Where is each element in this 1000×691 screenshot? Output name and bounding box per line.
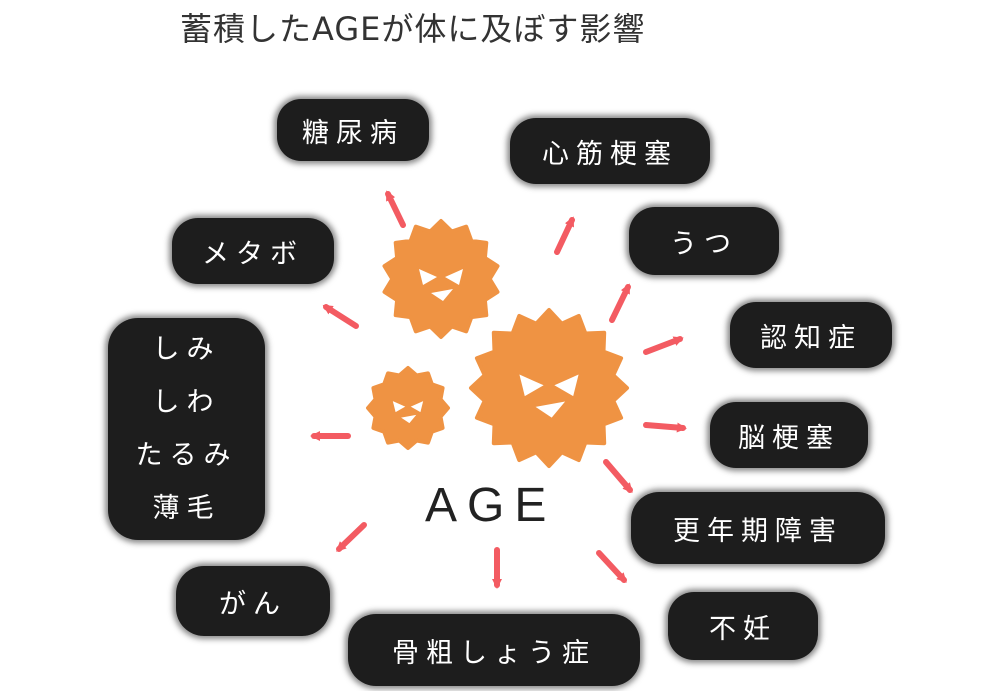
effect-cancer: がん: [176, 566, 330, 636]
effect-infertility: 不妊: [668, 592, 818, 660]
effect-skin-hair: しみ しわ たるみ 薄毛: [108, 318, 265, 540]
arrow-cancer: [336, 522, 367, 552]
effect-sagging: たるみ: [135, 440, 238, 471]
arrow-stroke: [643, 422, 687, 433]
age-blob-small-top: [382, 219, 500, 339]
arrow-depression: [609, 283, 631, 323]
age-blob-small-top-mouth: [431, 289, 453, 301]
diagram-title: 蓄積したAGEが体に及ぼす影響: [180, 10, 646, 48]
effect-metabolic-syndrome: メタボ: [172, 218, 334, 284]
arrow-mi: [554, 216, 575, 255]
age-blob-large-right-eye: [554, 374, 579, 397]
effect-thinning-hair: 薄毛: [152, 493, 221, 524]
effect-depression: うつ: [629, 207, 779, 275]
arrow-diabetes: [385, 190, 406, 228]
arrow-metabo: [322, 304, 359, 329]
effect-diabetes: 糖尿病: [277, 99, 429, 161]
effect-cerebral-infarction: 脳梗塞: [710, 402, 868, 468]
arrow-infertility: [596, 550, 627, 583]
age-blob-small-left-right-eye: [410, 401, 424, 413]
age-blob-small-left-mouth: [401, 414, 417, 424]
age-blob-large-mouth: [535, 401, 566, 418]
effect-myocardial-infarction: 心筋梗塞: [510, 118, 710, 184]
age-blob-small-top-left-eye: [419, 269, 437, 285]
effect-spots: しみ: [152, 334, 221, 365]
age-blob-large-left-eye: [519, 374, 544, 397]
age-blob-large: [469, 308, 629, 468]
arrow-menopause: [603, 459, 633, 494]
effect-dementia: 認知症: [730, 302, 892, 368]
age-label: AGE: [425, 479, 557, 532]
effect-osteoporosis: 骨粗しょう症: [348, 614, 640, 686]
age-blob-small-left-left-eye: [392, 401, 406, 413]
age-blob-small-top-right-eye: [445, 269, 463, 285]
arrow-dementia: [643, 336, 684, 355]
effect-wrinkles: しわ: [152, 387, 221, 418]
effect-menopause: 更年期障害: [631, 492, 885, 564]
age-blob-small-left: [366, 366, 450, 450]
